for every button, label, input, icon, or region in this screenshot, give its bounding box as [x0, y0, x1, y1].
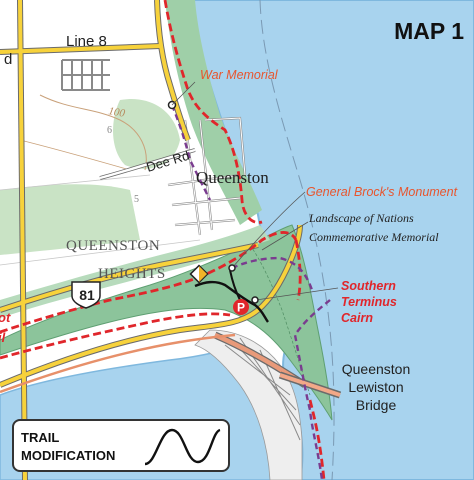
edge-label-fragment-1: ot: [0, 310, 11, 325]
dee-road: [99, 148, 196, 180]
map-title: MAP 1: [394, 18, 464, 44]
war-memorial-leader: [171, 81, 196, 106]
highway-81-label: 81: [79, 287, 95, 303]
brock-leader: [231, 191, 306, 269]
river-boundary-line: [259, 0, 335, 480]
poi-label-terminus-line2: Terminus: [341, 295, 397, 309]
forest-patch-memorial: [113, 99, 180, 169]
trail-modification-spur: [229, 269, 241, 301]
sine-wave-icon: [144, 428, 221, 466]
cairn-leader: [255, 287, 339, 301]
bridge-label-line3: Bridge: [356, 397, 397, 413]
riverbank-forest-north: [165, 0, 262, 225]
major-roads: [0, 0, 302, 480]
poi-label-landscape-line2: Commemorative Memorial: [309, 230, 439, 244]
grid-number-6: 6: [107, 125, 112, 136]
poi-label-war-memorial: War Memorial: [200, 68, 279, 82]
contour-line-100: [39, 94, 147, 171]
cairn-point-marker: [251, 296, 259, 304]
town-label-queenston: Queenston: [196, 168, 269, 187]
edge-label-fragment-2: il: [0, 330, 6, 345]
monument-icon: [189, 264, 209, 284]
bridge-label-line2: Lewiston: [348, 379, 403, 395]
legend-box: TRAIL MODIFICATION: [12, 419, 230, 472]
contour-label-100: 100: [107, 105, 126, 120]
poi-label-terminus-line1: Southern: [341, 279, 396, 293]
poi-label-landscape-line1: Landscape of Nations: [308, 211, 414, 225]
legend-label-line1: TRAIL: [21, 430, 59, 445]
trail-modification-route: [194, 280, 269, 323]
subdivision-grid: [61, 59, 110, 91]
road-label-fragment: d: [4, 51, 12, 68]
grid-lines: [0, 174, 201, 266]
parking-icon: [233, 299, 249, 315]
road-label-line8: Line 8: [66, 33, 107, 50]
quarry-hatch: [224, 337, 301, 441]
side-trail-purple: [170, 104, 331, 480]
forest-patch-west: [0, 184, 140, 255]
poi-label-terminus-line3: Cairn: [341, 311, 373, 325]
bridge-deck: [279, 373, 341, 397]
poi-label-brock-monument: General Brock's Monument: [306, 185, 458, 199]
escarpment-band: [0, 224, 333, 421]
bridge-label-line1: Queenston: [342, 361, 411, 377]
grid-number-5: 5: [134, 194, 139, 205]
landscape-leader: [261, 221, 309, 251]
heights-label-line2: HEIGHTS: [98, 266, 166, 282]
highway-81-shield: [71, 281, 101, 309]
parking-label: P: [237, 301, 245, 315]
heights-label-line1: QUEENSTON: [66, 238, 160, 254]
contour-line: [19, 139, 131, 171]
memorial-point-marker: [228, 264, 236, 272]
legend-label-line2: MODIFICATION: [21, 448, 115, 463]
lower-road-orange: [0, 333, 236, 394]
